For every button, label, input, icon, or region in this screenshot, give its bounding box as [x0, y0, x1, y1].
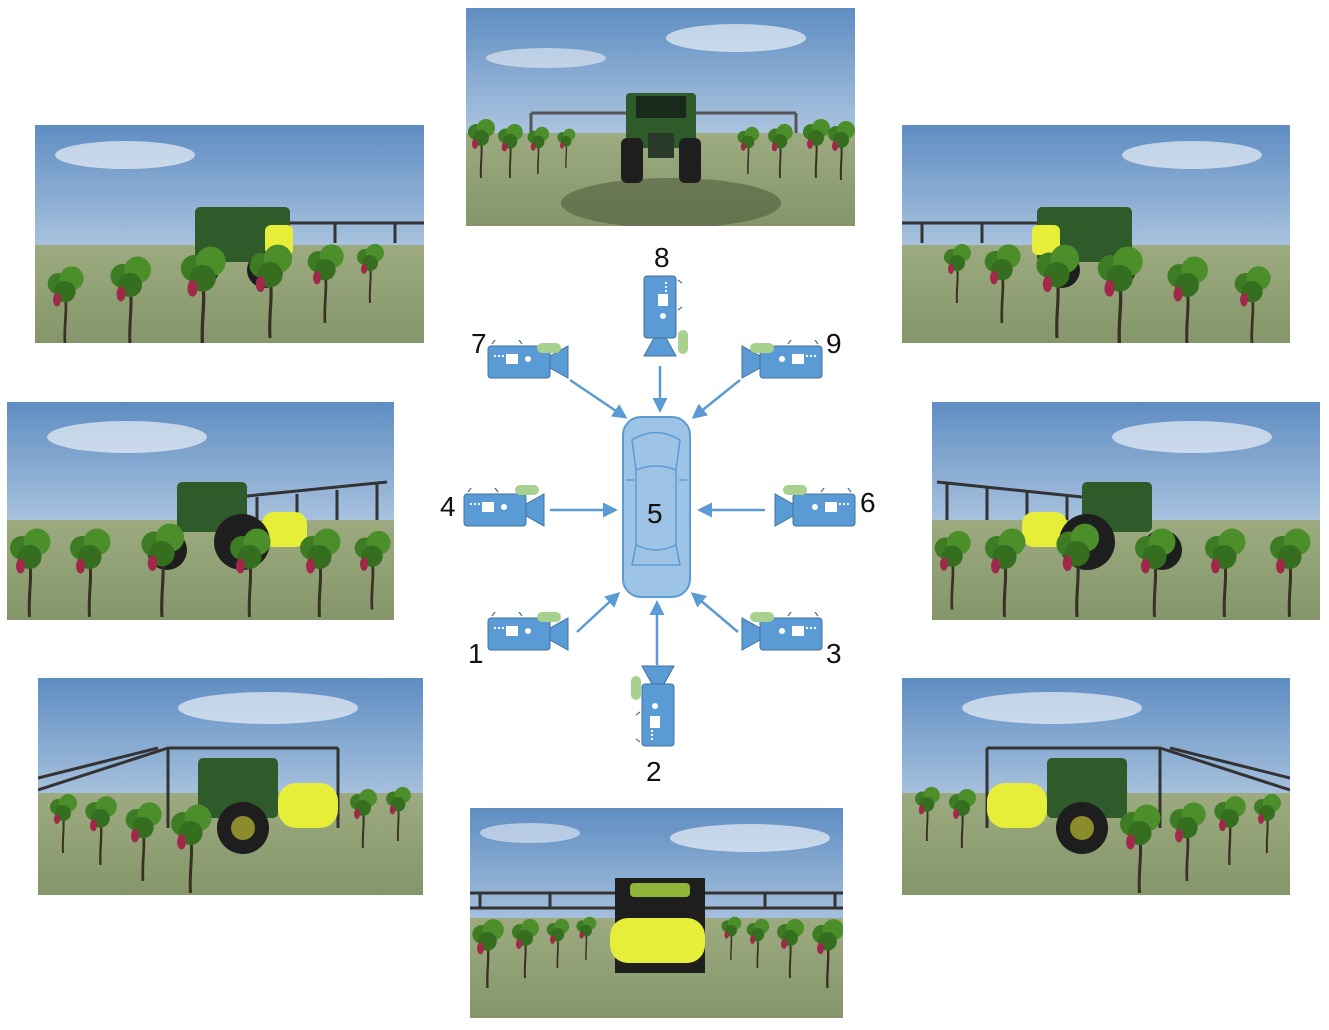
arrow-from-camera-9	[691, 379, 741, 419]
view-rear-right	[902, 678, 1290, 895]
camera-1	[487, 612, 569, 651]
view-front	[466, 8, 855, 226]
camera-2-lens	[631, 676, 641, 700]
camera-label-9: 9	[826, 328, 842, 359]
camera-7	[487, 340, 569, 379]
camera-label-3: 3	[826, 638, 842, 669]
view-front-right	[902, 125, 1290, 343]
view-rear	[470, 808, 843, 1018]
camera-label-4: 4	[440, 491, 456, 522]
arrow-from-camera-7	[569, 378, 628, 419]
arrow-from-camera-3	[690, 592, 739, 633]
camera-9	[741, 340, 823, 379]
view-rear-left	[38, 678, 423, 895]
view-front-left	[35, 125, 424, 343]
camera-3	[741, 612, 823, 651]
arrows	[550, 366, 765, 665]
view-right	[932, 402, 1320, 620]
camera-label-7: 7	[471, 328, 487, 359]
vehicle-top-view	[622, 416, 691, 598]
camera-4	[463, 485, 545, 527]
camera-6	[774, 485, 856, 527]
camera-label-5: 5	[647, 498, 663, 529]
camera-label-6: 6	[860, 487, 876, 518]
camera-label-1: 1	[468, 638, 484, 669]
arrow-from-camera-1	[576, 591, 621, 633]
camera-8-lens	[678, 330, 688, 354]
camera-label-8: 8	[654, 242, 670, 273]
camera-label-2: 2	[646, 756, 662, 787]
view-left	[7, 402, 394, 620]
